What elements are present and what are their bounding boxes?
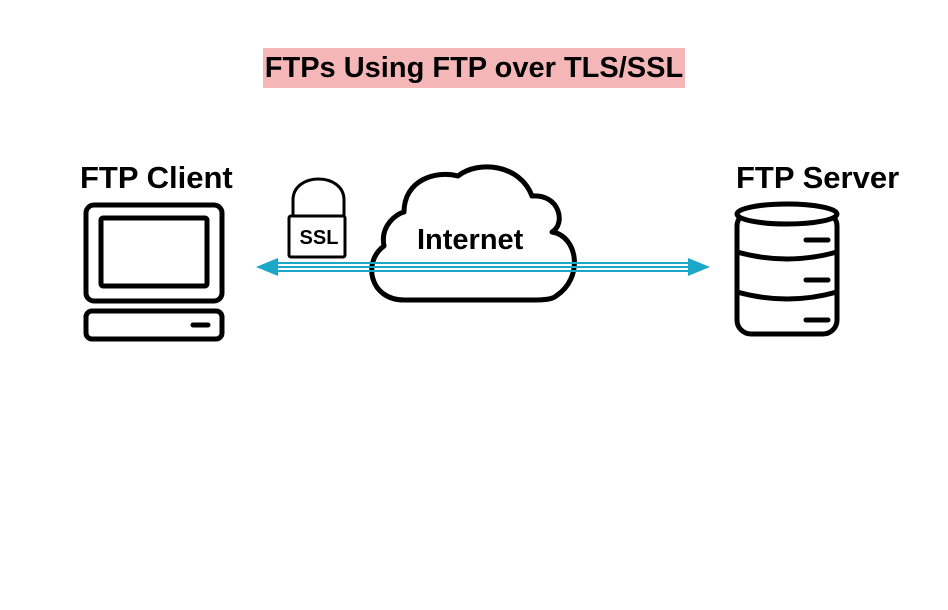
connection-arrow bbox=[256, 258, 710, 276]
arrowhead-right bbox=[688, 258, 710, 276]
internet-label: Internet bbox=[417, 224, 524, 256]
title-container: FTPs Using FTP over TLS/SSL bbox=[0, 48, 948, 88]
computer-icon bbox=[83, 202, 225, 342]
database-icon bbox=[734, 201, 840, 337]
diagram-title: FTPs Using FTP over TLS/SSL bbox=[262, 48, 686, 88]
arrowhead-left bbox=[256, 258, 278, 276]
client-label: FTP Client bbox=[80, 160, 233, 195]
padlock-icon bbox=[287, 177, 347, 259]
ssl-label: SSL bbox=[299, 227, 339, 249]
server-label: FTP Server bbox=[736, 160, 900, 195]
